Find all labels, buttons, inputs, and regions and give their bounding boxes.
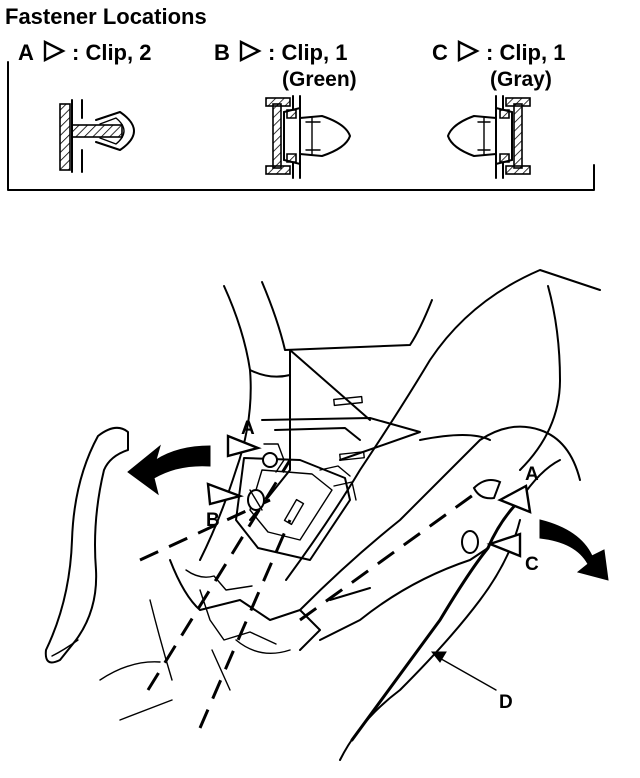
callout-d-leader: [435, 655, 497, 691]
clip-a-right-marker: [472, 479, 502, 500]
callout-d-arrowhead-icon: [430, 651, 447, 663]
callout-a-left: A: [241, 418, 255, 439]
right-removal-arrow-icon: [539, 519, 609, 581]
callout-a-right-triangle-icon: [497, 484, 532, 514]
dashed-guide-lower: [198, 519, 292, 729]
clip-b-icon: [265, 95, 351, 179]
dashed-guide-a: [146, 459, 292, 691]
clip-c-icon: [447, 95, 531, 179]
callout-d: D: [499, 692, 513, 713]
dashed-guide-right: [299, 488, 481, 622]
legend-item-c: C : Clip, 1 (Gray): [432, 40, 565, 91]
legend-item-b: B : Clip, 1 (Green): [214, 40, 357, 91]
legend-title: Fastener Locations: [5, 4, 207, 29]
legend-c-caption: : Clip, 1: [486, 40, 565, 65]
console-illustration: A B A C D: [44, 269, 609, 761]
legend-a-letter: A: [18, 40, 34, 65]
callout-a-left-triangle-icon: [226, 434, 262, 458]
clip-a-left-marker: [262, 443, 285, 473]
legend-frame: [7, 61, 595, 191]
legend-a-caption: : Clip, 2: [72, 40, 151, 65]
clip-b-left-marker: [247, 489, 265, 511]
left-removal-arrow-icon: [127, 444, 211, 496]
legend-panel: Fastener Locations A : Clip, 2 B : Clip,…: [5, 4, 595, 191]
callout-b-left-triangle-icon: [206, 482, 244, 506]
callout-c-right: C: [525, 554, 539, 575]
legend-b-caption: : Clip, 1: [268, 40, 347, 65]
legend-item-a: A : Clip, 2: [18, 40, 151, 65]
legend-b-letter: B: [214, 40, 230, 65]
legend-b-color: (Green): [282, 68, 357, 91]
legend-c-color: (Gray): [490, 68, 552, 91]
callout-c-right-triangle-icon: [486, 532, 522, 558]
clip-c-right-marker: [461, 530, 479, 554]
clip-a-icon: [59, 99, 135, 173]
legend-c-letter: C: [432, 40, 448, 65]
dashed-guide-b: [139, 498, 271, 562]
callout-b-left: B: [206, 510, 220, 531]
callout-a-right: A: [525, 464, 539, 485]
legend-a-triangle-icon: [43, 40, 66, 62]
legend-c-triangle-icon: [457, 40, 480, 62]
legend-b-triangle-icon: [239, 40, 262, 62]
